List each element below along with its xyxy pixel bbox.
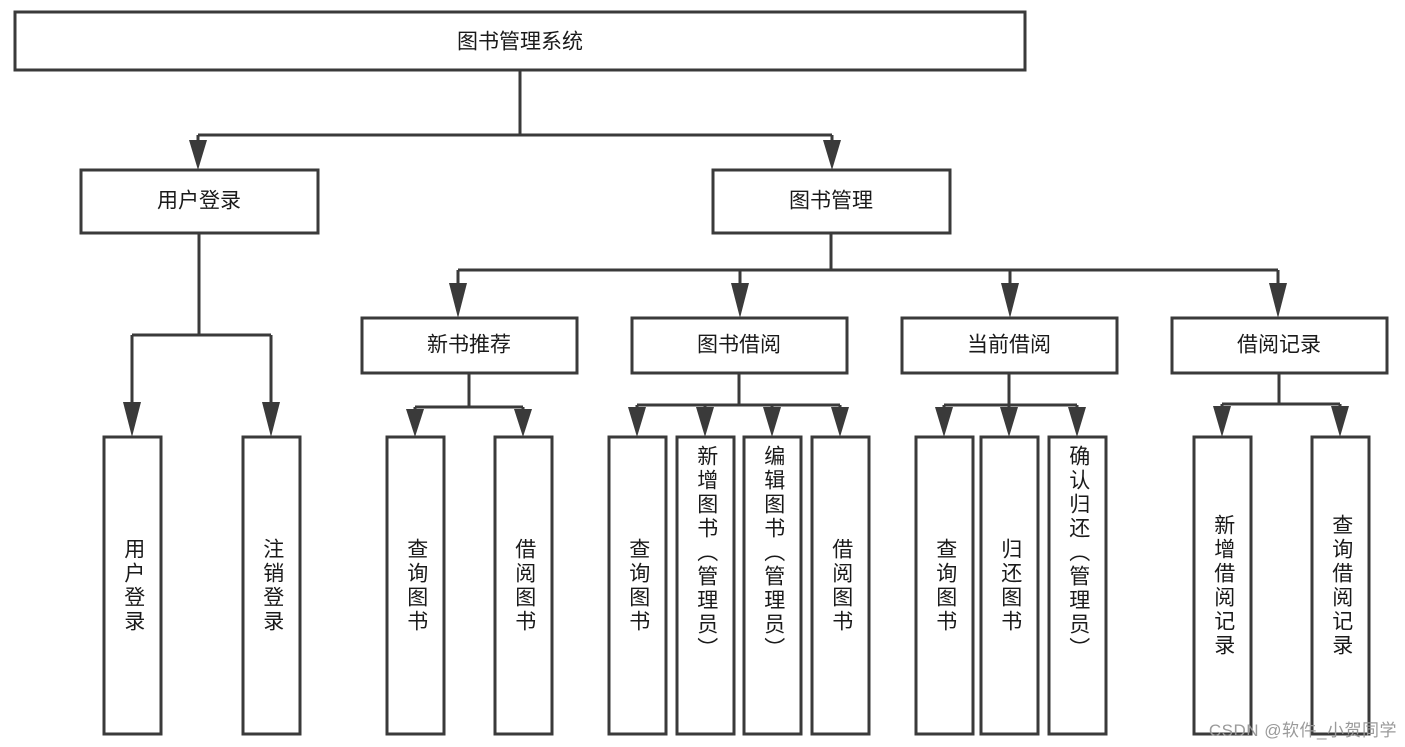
box-leaf-add-book-admin[interactable]	[675, 435, 736, 736]
arrowhead-leaf-confirm-return-admin	[1068, 407, 1086, 437]
arrowhead-layer	[123, 140, 1349, 437]
arrowhead-new-book-recommend	[449, 283, 467, 318]
label-root-title: 图书管理系统	[457, 31, 583, 54]
box-user-login[interactable]	[79, 168, 320, 235]
label-current-borrow: 当前借阅	[967, 334, 1051, 357]
arrowhead-leaf-borrow-book-2	[831, 407, 849, 437]
box-leaf-user-login[interactable]	[102, 435, 163, 736]
arrowhead-book-management	[823, 140, 841, 170]
arrowhead-leaf-query-book-2	[628, 407, 646, 437]
arrowhead-leaf-add-book-admin	[696, 407, 714, 437]
box-leaf-query-book-3[interactable]	[914, 435, 975, 736]
box-leaf-edit-book-admin[interactable]	[742, 435, 803, 736]
label-user-login: 用户登录	[157, 190, 241, 213]
box-leaf-borrow-book-1[interactable]	[493, 435, 554, 736]
arrowhead-user-login	[189, 140, 207, 170]
arrowhead-leaf-borrow-book-1	[514, 409, 532, 437]
box-root-title[interactable]	[13, 10, 1027, 72]
box-leaf-borrow-book-2[interactable]	[810, 435, 871, 736]
label-new-book-recommend: 新书推荐	[427, 334, 511, 357]
root-node-group[interactable]: 图书管理系统	[13, 10, 1027, 72]
box-leaf-confirm-return-admin[interactable]	[1047, 435, 1108, 736]
arrowhead-leaf-query-book-1	[406, 409, 424, 437]
arrowhead-borrow-record	[1269, 283, 1287, 318]
arrowhead-leaf-edit-book-admin	[763, 407, 781, 437]
arrowhead-book-borrow	[731, 283, 749, 318]
arrowhead-leaf-logout-login	[262, 402, 280, 437]
box-current-borrow[interactable]	[900, 316, 1119, 375]
box-new-book-recommend[interactable]	[360, 316, 579, 375]
label-book-borrow: 图书借阅	[697, 334, 781, 357]
box-leaf-query-book-2[interactable]	[607, 435, 668, 736]
arrowhead-leaf-query-borrow-record	[1331, 406, 1349, 437]
arrowhead-current-borrow	[1001, 283, 1019, 318]
arrowhead-leaf-return-book	[1000, 407, 1018, 437]
box-leaf-query-borrow-record[interactable]	[1310, 435, 1371, 736]
connector-layer	[79, 70, 1389, 410]
box-leaf-add-borrow-record[interactable]	[1192, 435, 1253, 736]
box-book-borrow[interactable]	[630, 316, 849, 375]
arrowhead-leaf-query-book-3	[935, 407, 953, 437]
label-borrow-record: 借阅记录	[1237, 334, 1321, 357]
label-book-management: 图书管理	[789, 190, 873, 213]
arrowhead-leaf-user-login	[123, 402, 141, 437]
arrowhead-leaf-add-borrow-record	[1213, 406, 1231, 437]
box-leaf-return-book[interactable]	[979, 435, 1040, 736]
box-leaf-logout-login[interactable]	[241, 435, 302, 736]
box-leaf-query-book-1[interactable]	[385, 435, 446, 736]
box-borrow-record[interactable]	[1170, 316, 1389, 375]
leaf-box-layer	[102, 435, 1371, 736]
